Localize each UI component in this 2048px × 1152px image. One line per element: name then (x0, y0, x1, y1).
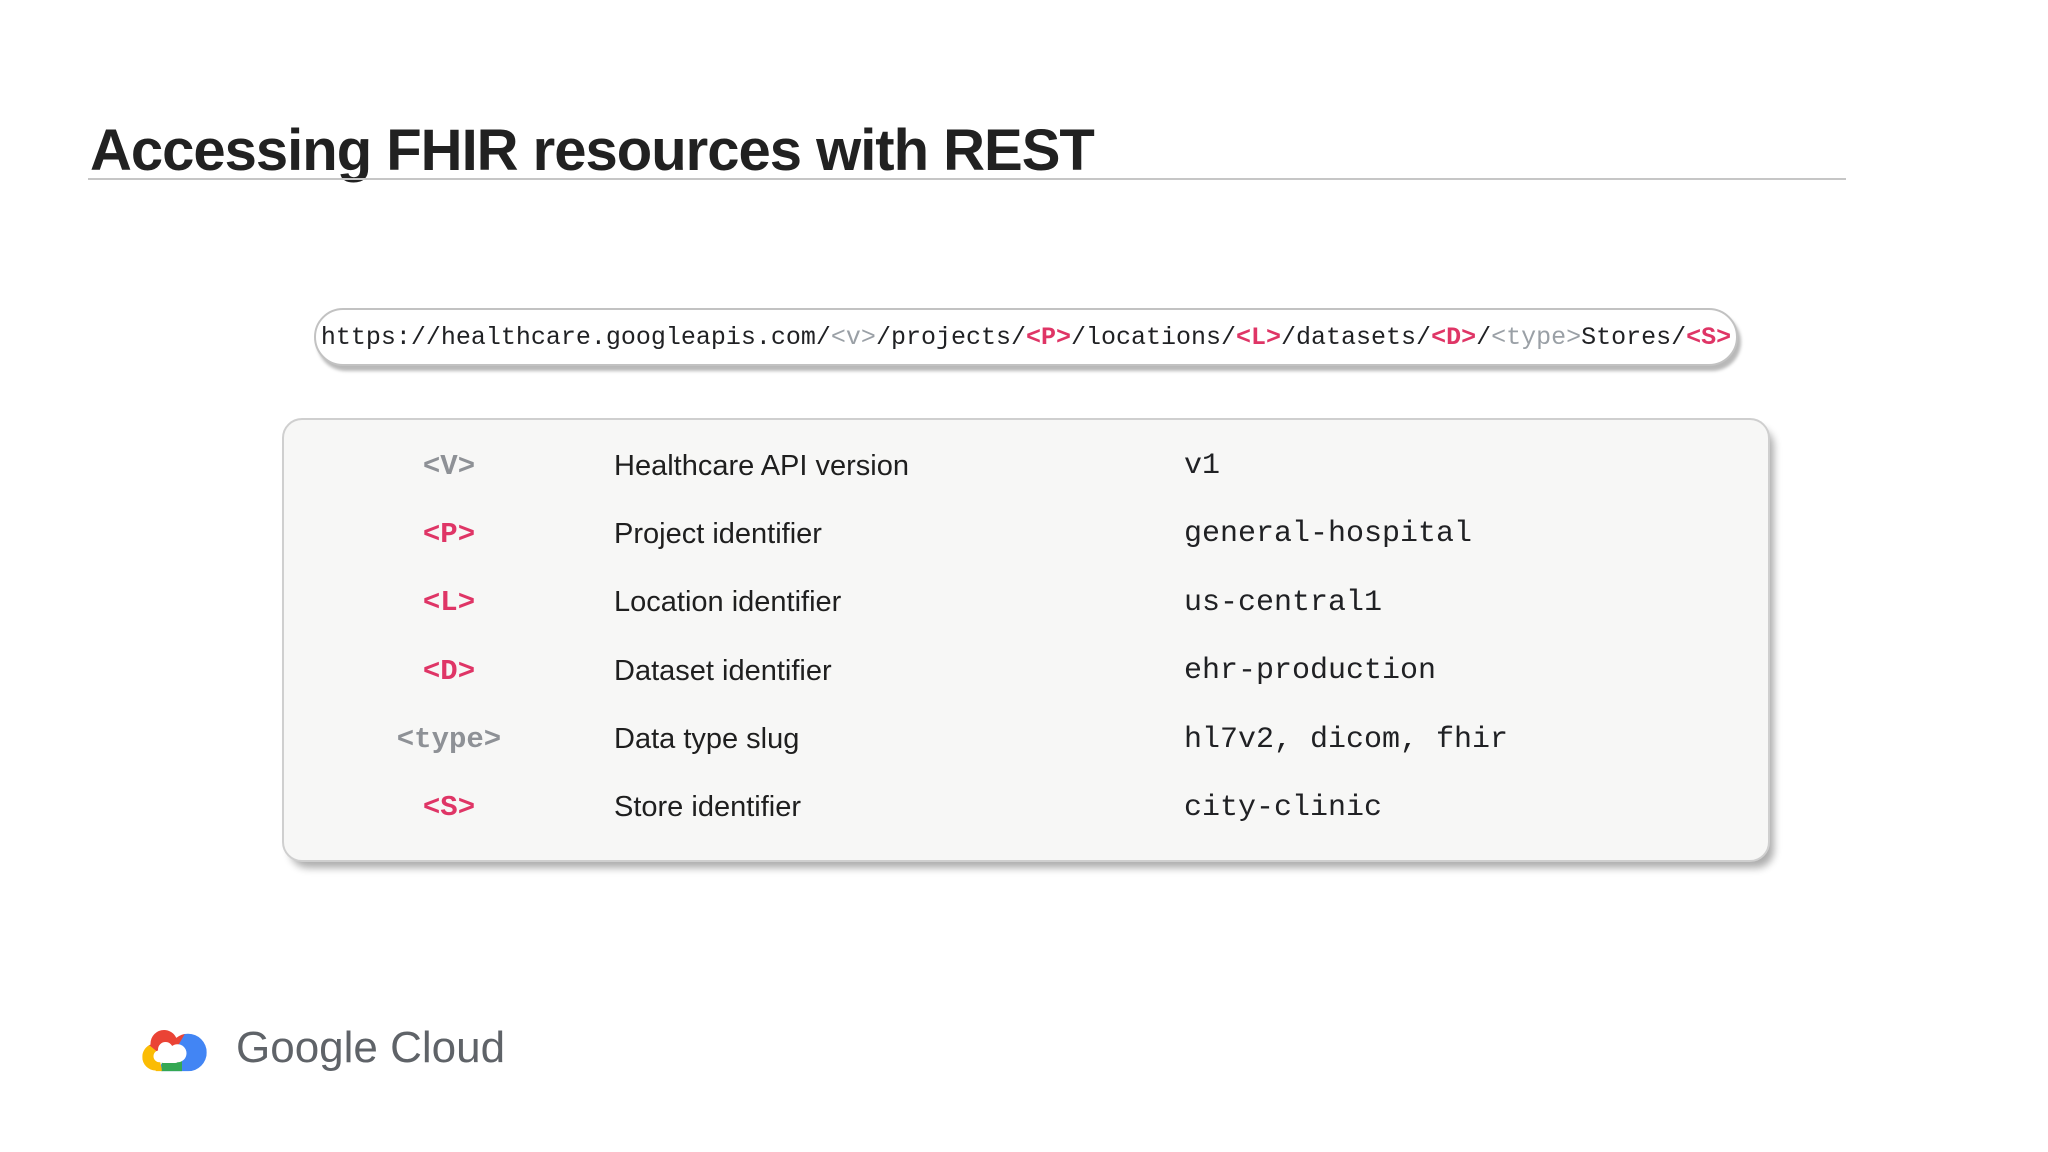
table-row: <D> Dataset identifier ehr-production (284, 651, 1768, 691)
table-row: <P> Project identifier general-hospital (284, 514, 1768, 554)
brand-wordmark: Google Cloud (236, 1023, 506, 1072)
row-value: us-central1 (1184, 585, 1383, 620)
api-url-text: https://healthcare.googleapis.com/<v>/pr… (321, 323, 1731, 352)
row-value: v1 (1184, 449, 1221, 483)
google-cloud-logo: Google Cloud (140, 1018, 505, 1078)
row-label: Healthcare API version (614, 449, 909, 482)
url-token-project: <P> (1025, 322, 1071, 352)
url-segment: /locations/ (1070, 322, 1237, 352)
table-row: <S> Store identifier city-clinic (284, 788, 1768, 828)
table-row: <L> Location identifier us-central1 (284, 583, 1768, 623)
row-label: Location identifier (614, 586, 842, 619)
token-version: <V> (422, 449, 476, 483)
row-label: Data type slug (614, 723, 800, 756)
url-token-version: <v> (830, 322, 876, 352)
url-segment: Stores/ (1581, 322, 1687, 352)
row-value: city-clinic (1184, 790, 1383, 825)
token-project: <P> (422, 517, 476, 551)
row-value: hl7v2, dicom, fhir (1184, 722, 1509, 757)
token-dataset: <D> (422, 654, 476, 688)
url-segment: /datasets/ (1281, 322, 1432, 352)
url-token-location: <L> (1236, 322, 1282, 352)
table-row: <V> Healthcare API version v1 (284, 446, 1768, 486)
title-divider (88, 178, 1846, 180)
placeholder-legend-card: <V> Healthcare API version v1 <P> Projec… (282, 418, 1770, 862)
url-segment: / (1476, 322, 1492, 352)
url-token-store: <S> (1686, 322, 1732, 352)
row-label: Dataset identifier (614, 654, 832, 687)
url-token-dataset: <D> (1431, 322, 1477, 352)
token-store: <S> (422, 791, 476, 825)
url-token-type: <type> (1491, 322, 1582, 352)
page-title: Accessing FHIR resources with REST (90, 117, 1095, 183)
google-cloud-icon (142, 1030, 207, 1072)
row-label: Store identifier (614, 791, 801, 824)
row-label: Project identifier (614, 517, 822, 550)
row-value: ehr-production (1184, 654, 1437, 689)
table-row: <type> Data type slug hl7v2, dicom, fhir (284, 720, 1768, 760)
token-type: <type> (396, 723, 502, 757)
row-value: general-hospital (1184, 517, 1473, 552)
url-segment: /projects/ (875, 322, 1026, 352)
api-url-bar: https://healthcare.googleapis.com/<v>/pr… (314, 308, 1738, 366)
token-location: <L> (422, 586, 476, 620)
url-segment: https://healthcare.googleapis.com/ (320, 322, 831, 352)
